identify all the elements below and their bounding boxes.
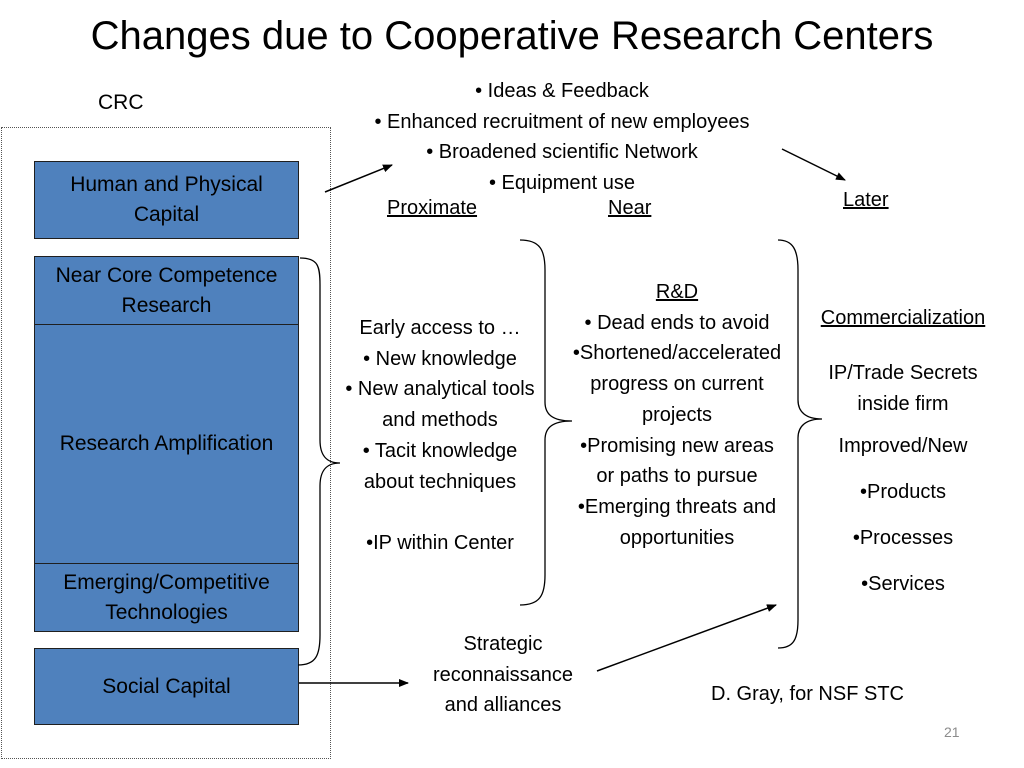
- products-item: •Products: [860, 481, 946, 503]
- slide-title: Changes due to Cooperative Research Cent…: [90, 14, 934, 58]
- near-line: •Shortened/accelerated: [572, 342, 782, 365]
- proximate-line: • Tacit knowledge: [362, 439, 518, 462]
- bullet-equipment-use: • Equipment use: [489, 172, 635, 195]
- crc-container: [1, 127, 331, 759]
- ip-line-2: inside firm: [857, 392, 949, 415]
- proximate-line: •IP within Center: [366, 531, 514, 554]
- improved-new: Improved/New: [838, 435, 968, 457]
- ip-trade-secrets: IP/Trade Secrets inside firm: [805, 358, 1001, 419]
- heading-near: Near: [608, 197, 652, 219]
- arrow-bullets-to-later: [781, 148, 846, 181]
- strategic-reconnaissance: Strategic reconnaissance and alliances: [408, 629, 598, 721]
- processes-item: •Processes: [852, 527, 954, 549]
- proximate-line: • New analytical tools: [345, 378, 535, 401]
- arrow-capital-to-bullets: [324, 164, 393, 193]
- near-line: • Dead ends to avoid: [584, 311, 770, 334]
- near-line: or paths to pursue: [596, 465, 758, 488]
- social-capital-label: Social Capital: [102, 674, 231, 698]
- credit-text: D. Gray, for NSF STC: [711, 683, 904, 705]
- brace-proximate: [519, 239, 573, 606]
- social-capital-box: Social Capital: [34, 648, 299, 725]
- near-line: •Emerging threats and: [577, 495, 777, 518]
- bullet-broadened-network: • Broadened scientific Network: [426, 141, 698, 164]
- brace-left-boxes: [297, 257, 341, 666]
- near-line: •Promising new areas: [580, 434, 774, 457]
- strategic-line: Strategic: [463, 633, 543, 655]
- strategic-line: and alliances: [444, 694, 562, 717]
- proximate-line: • New knowledge: [363, 347, 517, 370]
- bullet-enhanced-recruitment: • Enhanced recruitment of new employees: [374, 110, 750, 133]
- heading-proximate: Proximate: [387, 197, 478, 219]
- brace-near: [777, 239, 823, 649]
- crc-label: CRC: [98, 91, 144, 114]
- near-list: R&D • Dead ends to avoid •Shortened/acce…: [548, 277, 806, 553]
- proximate-line: about techniques: [363, 470, 517, 493]
- slide-number: 21: [944, 724, 960, 740]
- proximate-line: Early access to …: [359, 317, 521, 339]
- research-amplification-box: Research Amplification: [34, 324, 299, 564]
- bullet-ideas-feedback: • Ideas & Feedback: [475, 80, 649, 102]
- emerging-technologies-box: Emerging/Competitive Technologies: [34, 563, 299, 632]
- ip-line-1: IP/Trade Secrets: [828, 362, 978, 384]
- proximate-line: and methods: [382, 409, 498, 432]
- services-item: •Services: [861, 573, 945, 595]
- proximate-list: Early access to … • New knowledge • New …: [325, 313, 555, 559]
- emerging-technologies-label: Emerging/Competitive Technologies: [63, 570, 270, 624]
- near-rd-heading: R&D: [655, 281, 699, 303]
- near-line: progress on current: [590, 373, 764, 396]
- heading-later: Later: [843, 189, 889, 211]
- human-physical-capital-label: Human and Physical Capital: [70, 173, 263, 226]
- near-line: opportunities: [619, 526, 735, 549]
- near-core-competence-label: Near Core Competence Research: [55, 263, 278, 317]
- human-physical-capital-box: Human and Physical Capital: [34, 161, 299, 239]
- research-amplification-label: Research Amplification: [59, 432, 274, 455]
- arrow-strategic-to-later: [596, 604, 777, 672]
- commercialization-heading: Commercialization: [820, 307, 986, 329]
- strategic-line: reconnaissance: [432, 663, 574, 686]
- near-line: projects: [641, 403, 713, 426]
- top-bullets: • Ideas & Feedback • Enhanced recruitmen…: [312, 76, 812, 199]
